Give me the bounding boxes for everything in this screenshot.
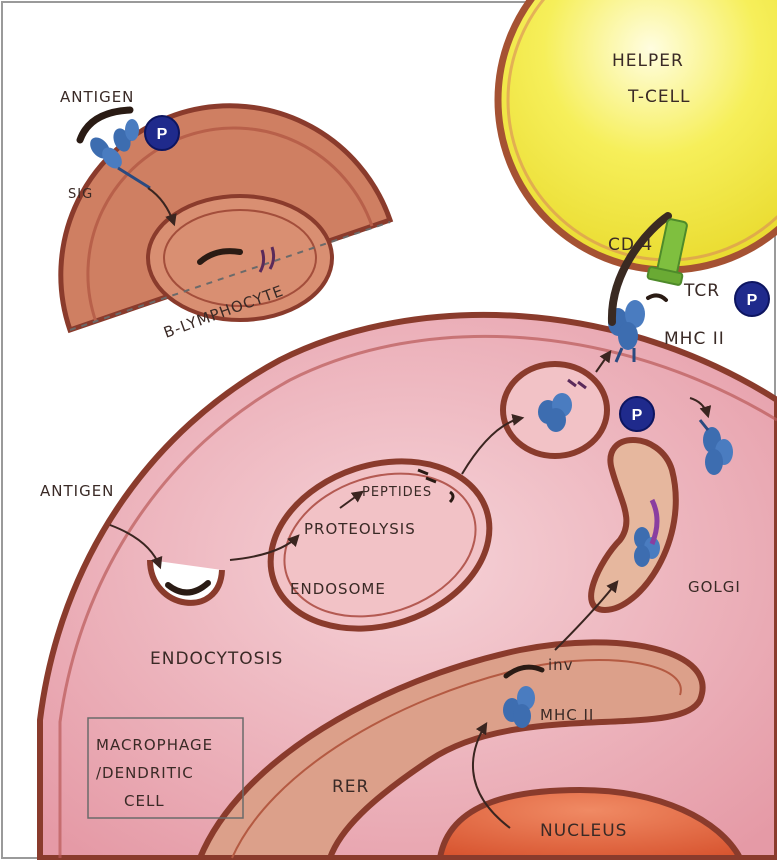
badge-1-label: P <box>157 126 168 143</box>
endosome-label: ENDOSOME <box>290 580 386 598</box>
proteolysis-label: PROTEOLYSIS <box>304 520 416 538</box>
mhc-ii-surface-label: MHC II <box>664 329 725 349</box>
phosphorylation-badge-1: P <box>145 116 179 150</box>
peptides-label: PEPTIDES <box>362 485 432 500</box>
badge-3-label: P <box>632 407 643 424</box>
cell-label-line2: /DENDRITIC <box>96 764 194 782</box>
tcr-label: TCR <box>683 281 720 301</box>
rer-label: RER <box>332 777 369 797</box>
cell-label-line3: CELL <box>124 792 165 810</box>
macrophage-antigen-label: ANTIGEN <box>40 482 114 500</box>
mhc-ii-rer-label: MHC II <box>540 706 594 724</box>
transport-vesicle <box>503 364 607 456</box>
nucleus-label: NUCLEUS <box>540 821 627 841</box>
inv-label: inv <box>548 656 574 674</box>
helper-tcell-label-line1: HELPER <box>612 51 684 71</box>
helper-tcell-label-line2: T-CELL <box>627 87 691 107</box>
sig-label: SIG <box>68 187 93 202</box>
badge-2-label: P <box>747 292 758 309</box>
endocytosis-label: ENDOCYTOSIS <box>150 649 283 669</box>
b-cell-antigen-label: ANTIGEN <box>60 88 134 106</box>
golgi-label: GOLGI <box>688 578 741 596</box>
phosphorylation-badge-3: P <box>620 397 654 431</box>
cell-label-line1: MACROPHAGE <box>96 736 213 754</box>
cd4-label: CD 4 <box>608 235 653 255</box>
phosphorylation-badge-2: P <box>735 282 769 316</box>
